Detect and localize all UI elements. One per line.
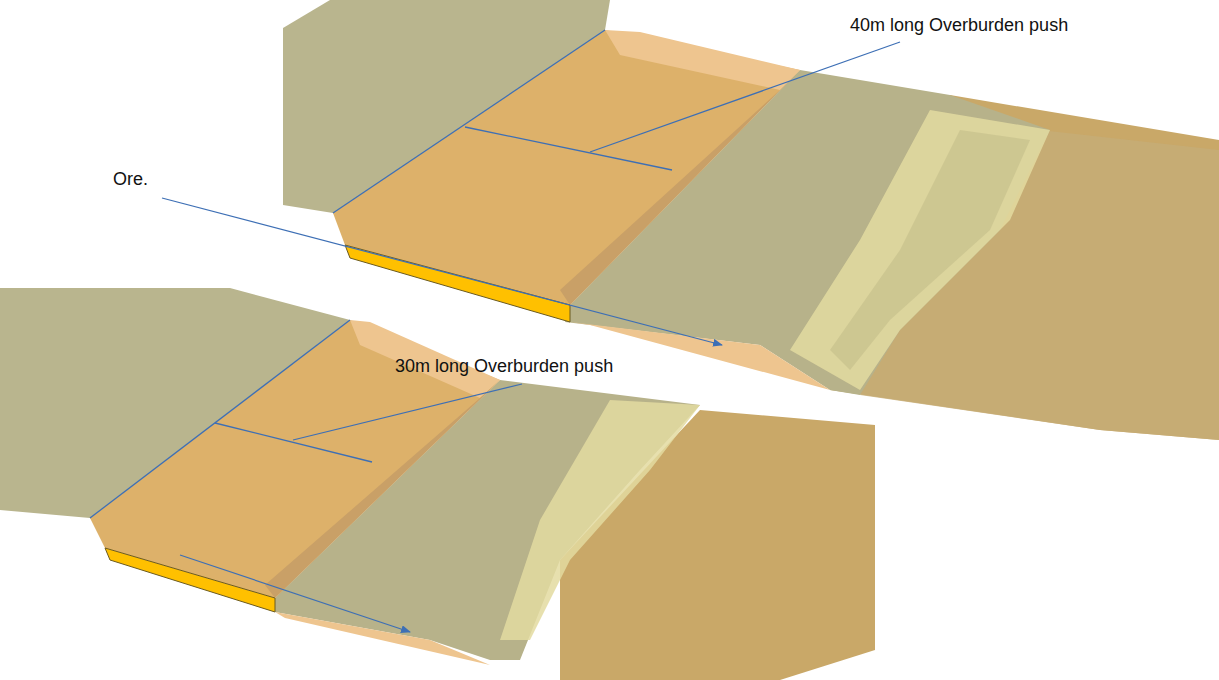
callout-label: 30m long Overburden push	[395, 355, 613, 377]
callout-label: 40m long Overburden push	[850, 14, 1068, 36]
callout-label: Ore.	[113, 168, 148, 190]
